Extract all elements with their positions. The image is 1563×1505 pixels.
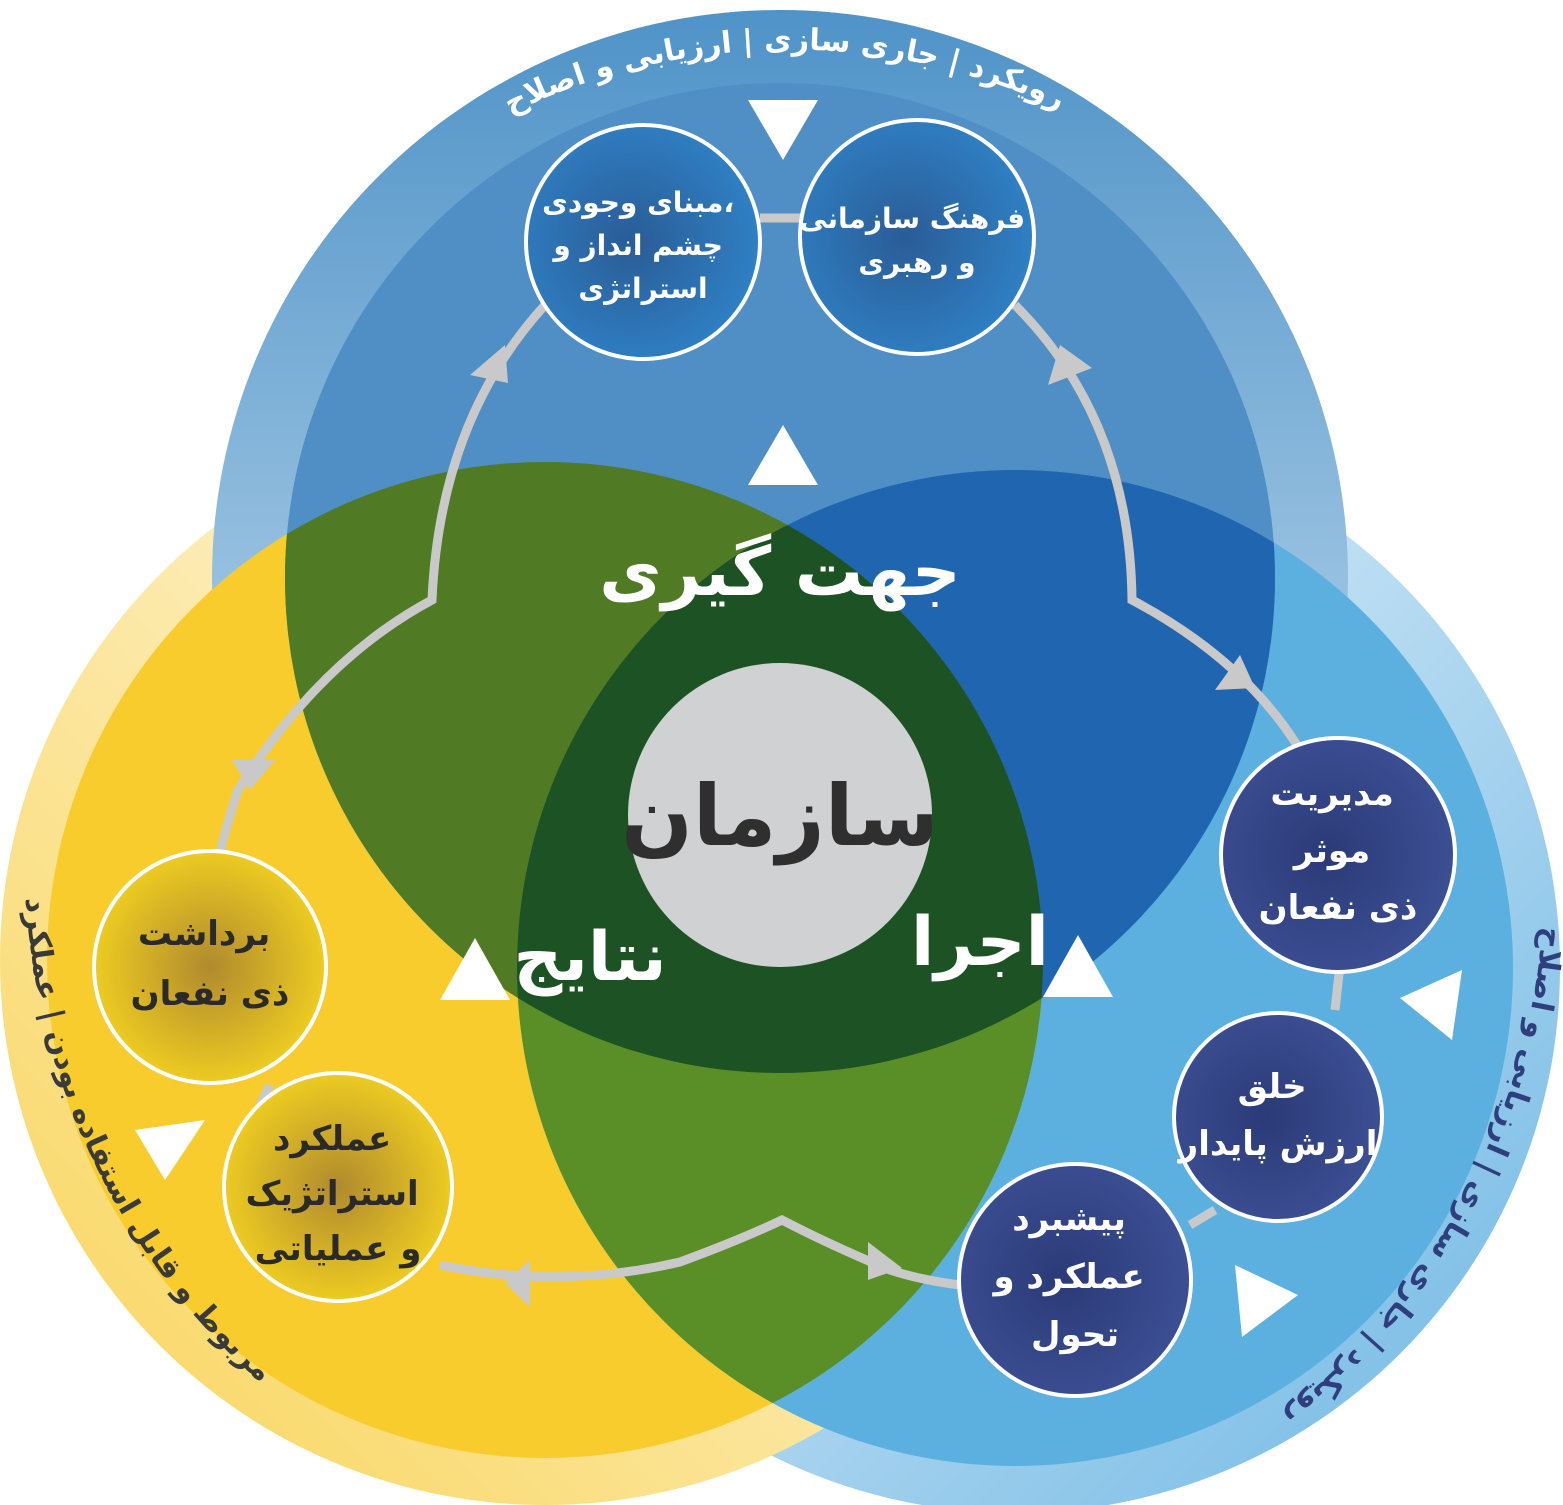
- triangle-right-ring-1: [1400, 970, 1462, 1040]
- node-strategic-line3: و عملیاتی: [255, 1229, 422, 1269]
- core-label: سازمان: [621, 767, 939, 866]
- arrow-right-bottom: [868, 1242, 902, 1280]
- node-stakeholder-management: مدیریت موثر ذی نفعان: [1219, 736, 1457, 974]
- node-performance-line1: پیشبرد: [1012, 1199, 1126, 1239]
- node-vision-line1: مبنای وجودی،: [542, 186, 734, 219]
- node-vision-line2: چشم انداز و: [551, 229, 723, 262]
- svg-text:مدیریت موثر ذی نفع: مدیریت موثر ذی نفعان: [1259, 774, 1418, 928]
- arrow-up-left: [470, 345, 508, 383]
- node-performance-line2: عملکرد و: [991, 1257, 1144, 1297]
- triangle-right-ring-2: [1235, 1265, 1298, 1337]
- arrow-down-left: [232, 760, 275, 790]
- node-culture: فرهنگ سازمانی و رهبری: [798, 118, 1036, 356]
- node-stakeholder-line2: موثر: [1292, 831, 1370, 871]
- node-stakeholder-perception: برداشت ذی نفعان: [92, 849, 328, 1085]
- triangle-execution: [1043, 935, 1113, 997]
- node-culture-line2: و رهبری: [858, 246, 975, 279]
- node-strategic-line2: استراتژیک: [245, 1174, 418, 1214]
- node-strategic-operational: عملکرد استراتژیک و عملیاتی: [222, 1071, 454, 1303]
- svg-text:فرهنگ سازمانی و رهبری: فرهنگ سازمانی و رهبری: [799, 202, 1035, 279]
- core-circle: [628, 663, 932, 967]
- node-value-creation: خلق ارزش پایدار: [1172, 1011, 1384, 1223]
- label-execution: اجرا: [911, 903, 1049, 982]
- node-value-line2: ارزش پایدار: [1177, 1124, 1378, 1164]
- svg-text:خلق ارزش پایدار: خلق ارزش پایدار: [1177, 1067, 1378, 1164]
- node-perception-line1: برداشت: [138, 914, 270, 954]
- node-perception-line2: ذی نفعان: [131, 974, 290, 1014]
- triangle-top-ring: [748, 100, 818, 160]
- svg-text:برداشت ذی نفعان: برداشت ذی نفعان: [131, 914, 290, 1014]
- svg-text:مبنای وجودی، چشم انداز و: مبنای وجودی، چشم انداز و استراتژی: [542, 186, 744, 305]
- node-performance-line3: تحول: [1031, 1315, 1119, 1355]
- svg-text:عملکرد استراتژیک و: عملکرد استراتژیک و عملیاتی: [245, 1119, 430, 1269]
- triangle-direction: [748, 425, 818, 485]
- flow-arrowheads: [232, 345, 1255, 1307]
- arrow-up-right: [1048, 345, 1092, 385]
- node-value-line1: خلق: [1238, 1067, 1307, 1107]
- node-vision: مبنای وجودی، چشم انداز و استراتژی: [524, 123, 762, 361]
- white-triangles: [135, 100, 1462, 1337]
- triangle-results: [440, 938, 510, 1000]
- node-strategic-line1: عملکرد: [273, 1119, 391, 1159]
- node-stakeholder-line1: مدیریت: [1270, 774, 1393, 814]
- triangle-left-ring: [135, 1120, 205, 1180]
- label-results: نتایج: [513, 918, 666, 997]
- arrow-down-right: [1215, 655, 1255, 690]
- node-vision-line3: استراتژی: [578, 272, 707, 305]
- svg-text:پیشبرد عملکرد و تح: پیشبرد عملکرد و تحول: [991, 1199, 1156, 1355]
- arrow-left-bottom: [505, 1260, 530, 1307]
- node-culture-line1: فرهنگ سازمانی: [799, 202, 1025, 235]
- flow-cycle: [210, 213, 1345, 1290]
- node-performance-transformation: پیشبرد عملکرد و تحول: [957, 1162, 1193, 1398]
- node-stakeholder-line3: ذی نفعان: [1259, 888, 1418, 928]
- label-direction: جهت گیری: [599, 533, 960, 612]
